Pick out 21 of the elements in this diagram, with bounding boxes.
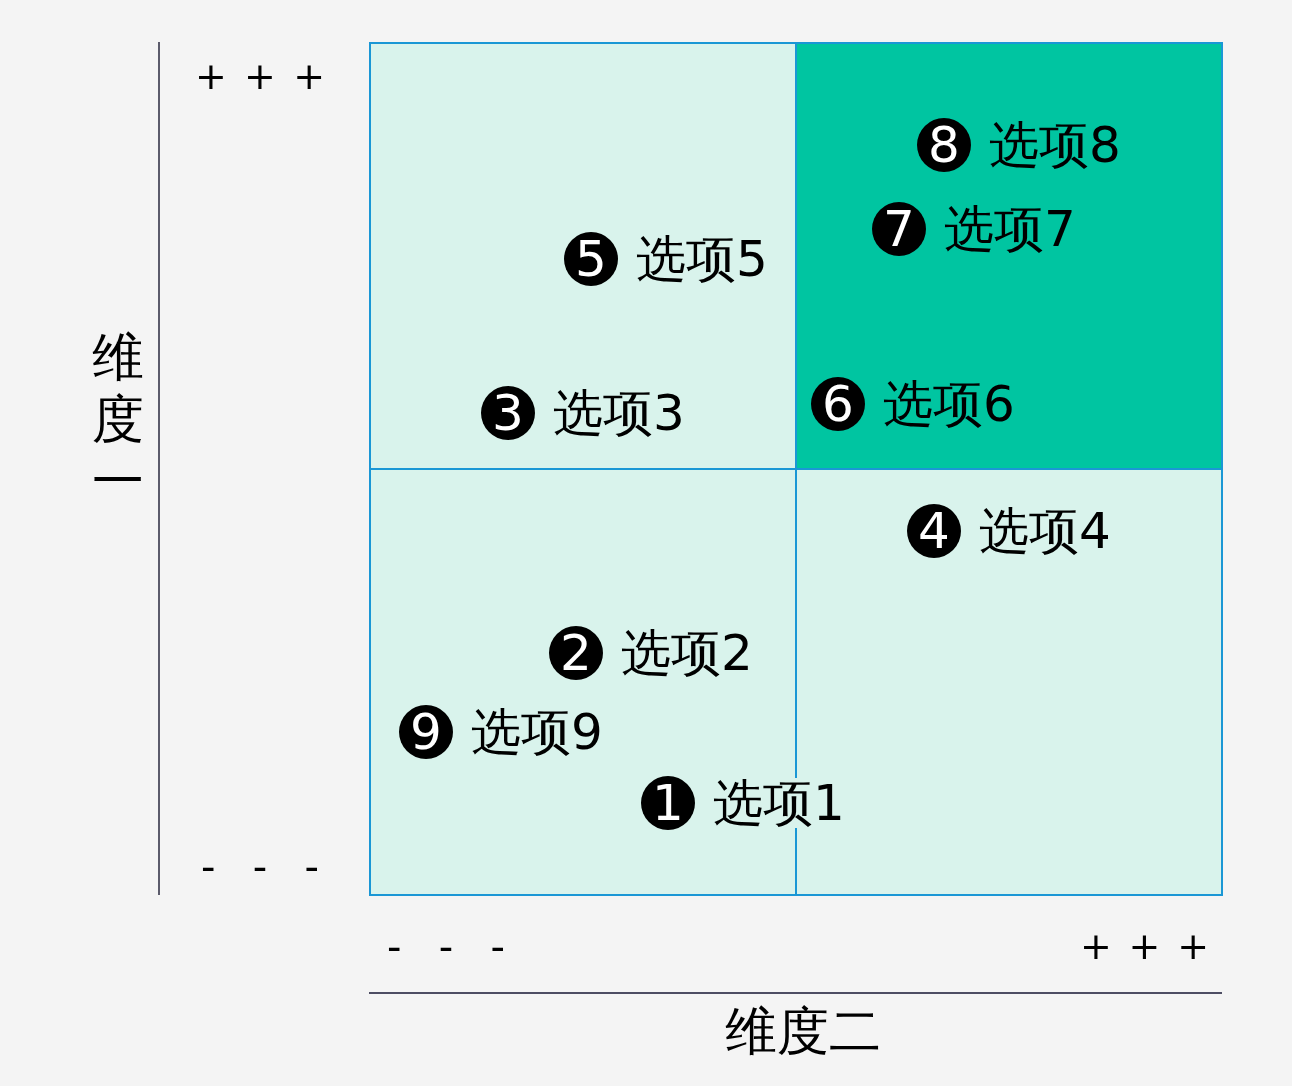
axis-end-label: + + + xyxy=(1080,927,1209,965)
numbered-circle: 9 xyxy=(399,705,453,759)
numbered-circle: 2 xyxy=(549,626,603,680)
option-label: 选项4 xyxy=(979,506,1111,556)
option-label: 选项8 xyxy=(989,120,1121,170)
axis-end-label: - - - xyxy=(201,847,319,887)
option-label: 选项6 xyxy=(883,379,1015,429)
axis-title: 维度二 xyxy=(725,1005,881,1057)
axis-end-label: + + + xyxy=(195,57,325,95)
option-label: 选项9 xyxy=(471,707,603,757)
quadrant-box xyxy=(795,42,1223,470)
quadrant-box xyxy=(369,42,797,470)
numbered-circle: 6 xyxy=(811,377,865,431)
numbered-circle: 3 xyxy=(481,386,535,440)
numbered-circle: 1 xyxy=(641,776,695,830)
numbered-circle: 5 xyxy=(564,232,618,286)
axis-end-label: - - - xyxy=(387,927,505,967)
numbered-circle: 4 xyxy=(907,504,961,558)
axis-title: 维度一 xyxy=(92,326,144,512)
numbered-circle: 7 xyxy=(872,202,926,256)
numbered-circle: 8 xyxy=(917,118,971,172)
